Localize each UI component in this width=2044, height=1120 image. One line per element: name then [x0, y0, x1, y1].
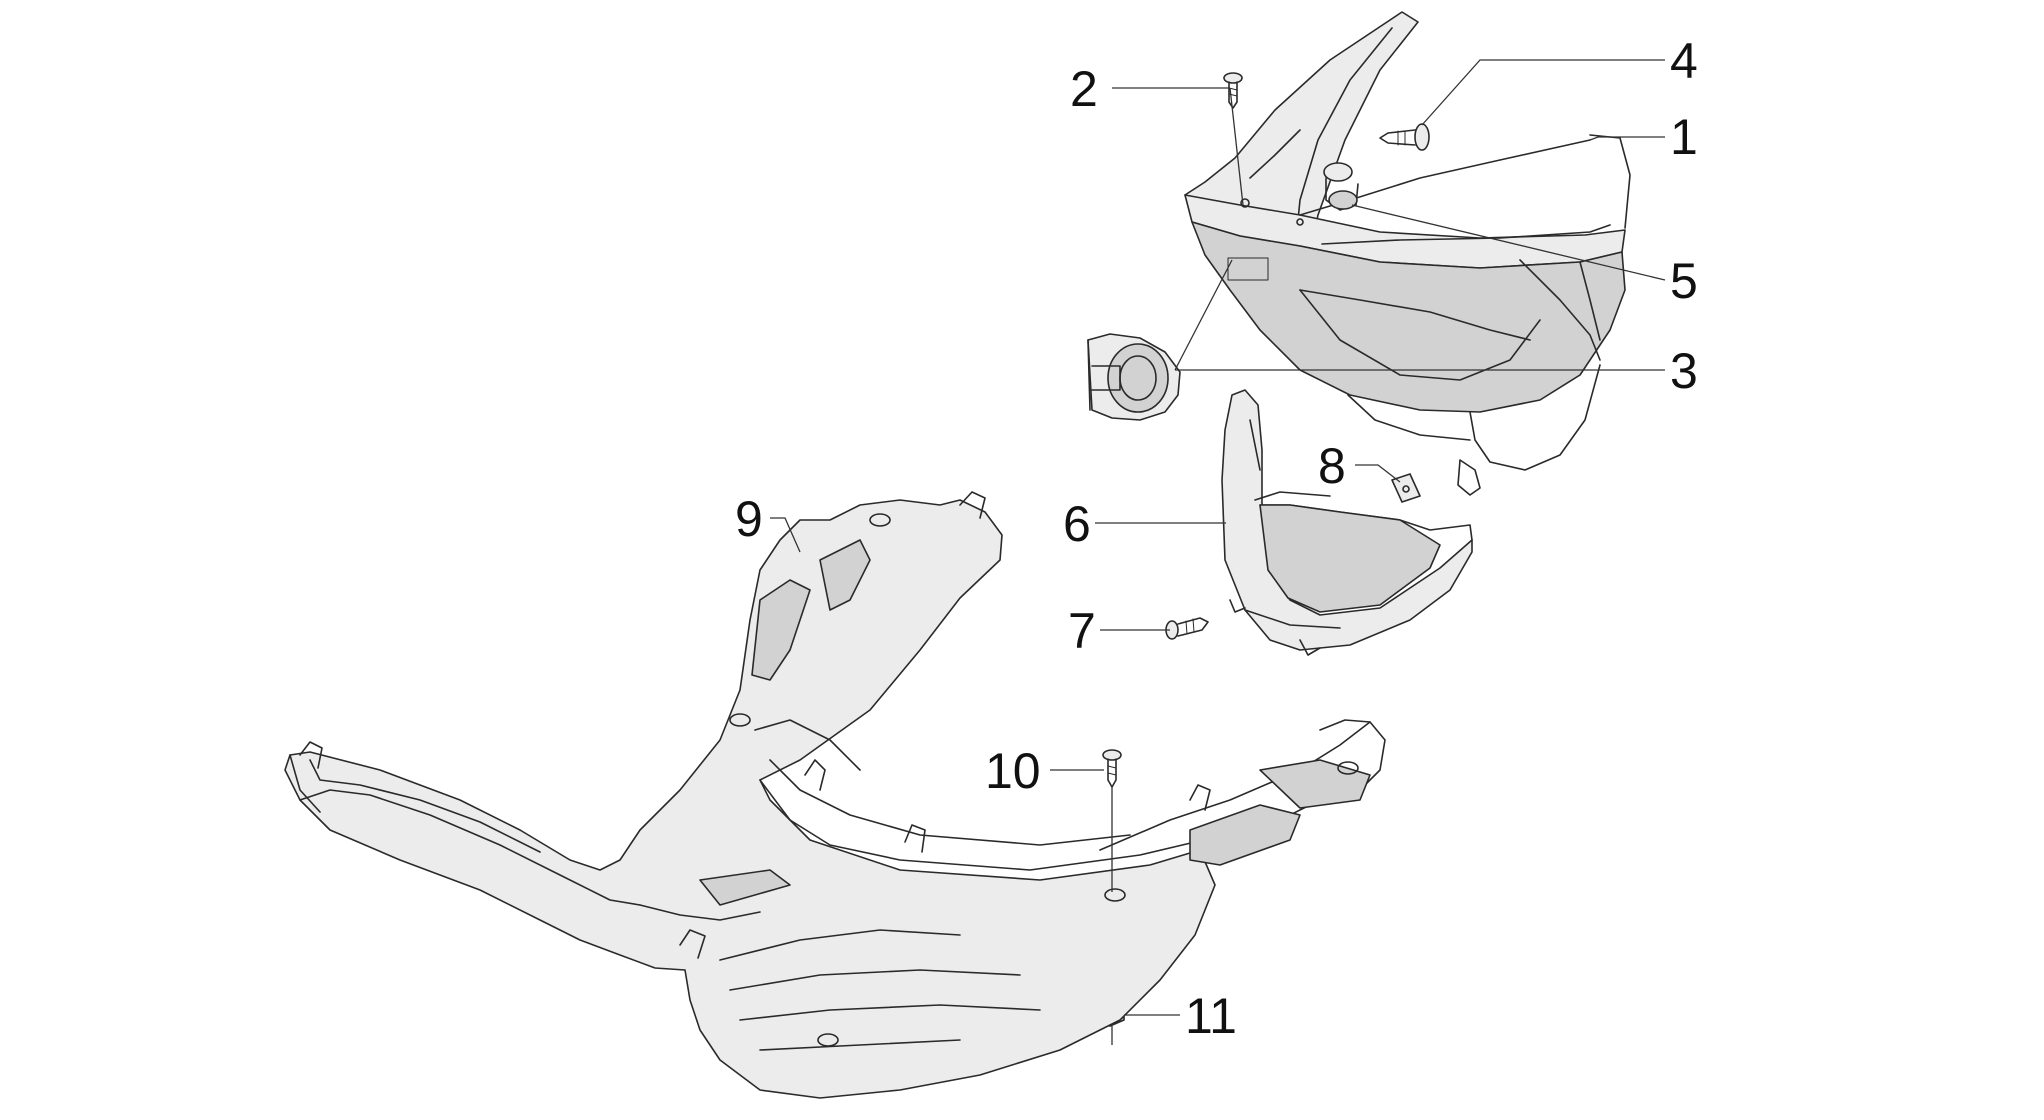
- callout-6: 6: [1063, 496, 1091, 552]
- callout-9: 9: [735, 491, 763, 547]
- callout-7: 7: [1068, 603, 1096, 659]
- callout-1: 1: [1670, 109, 1698, 165]
- callout-3: 3: [1670, 343, 1698, 399]
- callout-10: 10: [985, 743, 1041, 799]
- leader-lines: [770, 59, 1666, 1045]
- part-2-screw: [1223, 72, 1243, 109]
- callout-4: 4: [1670, 33, 1698, 89]
- callout-2: 2: [1070, 61, 1098, 117]
- part-3-lock-cap: [1087, 333, 1181, 421]
- part-1-leg-shield-cover: [1184, 11, 1631, 496]
- part-4-screw: [1379, 123, 1430, 151]
- part-6-lower-panel: [1221, 389, 1473, 656]
- callout-5: 5: [1670, 253, 1698, 309]
- callout-11: 11: [1185, 988, 1237, 1044]
- part-9-footrest-panel: [284, 491, 1386, 1099]
- part-5-grommet: [1323, 162, 1359, 211]
- part-10-screw: [1102, 749, 1122, 788]
- part-7-screw: [1165, 617, 1209, 640]
- callout-labels: 1 2 3 4 5 6 7 8 9 10 11: [735, 33, 1698, 1044]
- part-8-clip: [1391, 473, 1421, 503]
- callout-8: 8: [1318, 438, 1346, 494]
